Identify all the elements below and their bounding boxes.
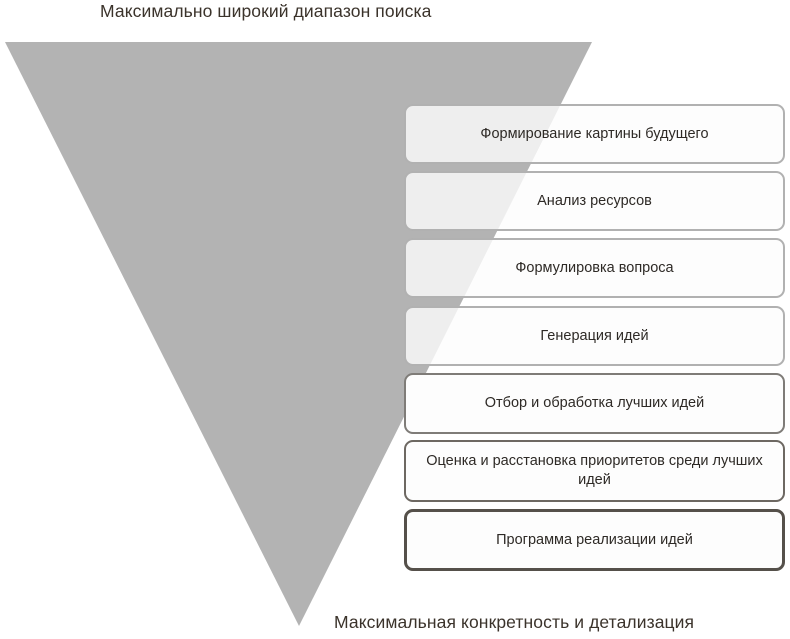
stage-box-3[interactable]: Формулировка вопроса <box>404 238 785 298</box>
stage-box-4[interactable]: Генерация идей <box>404 306 785 366</box>
stage-label: Отбор и обработка лучших идей <box>484 395 705 411</box>
stage-label: Оценка и расстановка приоритетов среди л… <box>426 453 763 488</box>
stage-label: Формирование картины будущего <box>480 125 709 142</box>
stage-box-6[interactable]: Оценка и расстановка приоритетов среди л… <box>404 440 785 502</box>
stage-label: Формулировка вопроса <box>515 259 674 276</box>
stage-label: Программа реализации идей <box>496 531 693 548</box>
stage-box-2[interactable]: Анализ ресурсов <box>404 171 785 231</box>
stage-box-1[interactable]: Формирование картины будущего <box>404 104 785 164</box>
bottom-caption: Максимальная конкретность и детализация <box>334 612 695 632</box>
stage-label: Анализ ресурсов <box>537 192 652 209</box>
stage-label: Генерация идей <box>540 327 649 344</box>
stage-box-7[interactable]: Программа реализации идей <box>404 509 785 571</box>
top-caption: Максимально широкий диапазон поиска <box>100 1 432 21</box>
stage-box-5[interactable]: Отбор и обработка лучших идей <box>404 373 785 434</box>
